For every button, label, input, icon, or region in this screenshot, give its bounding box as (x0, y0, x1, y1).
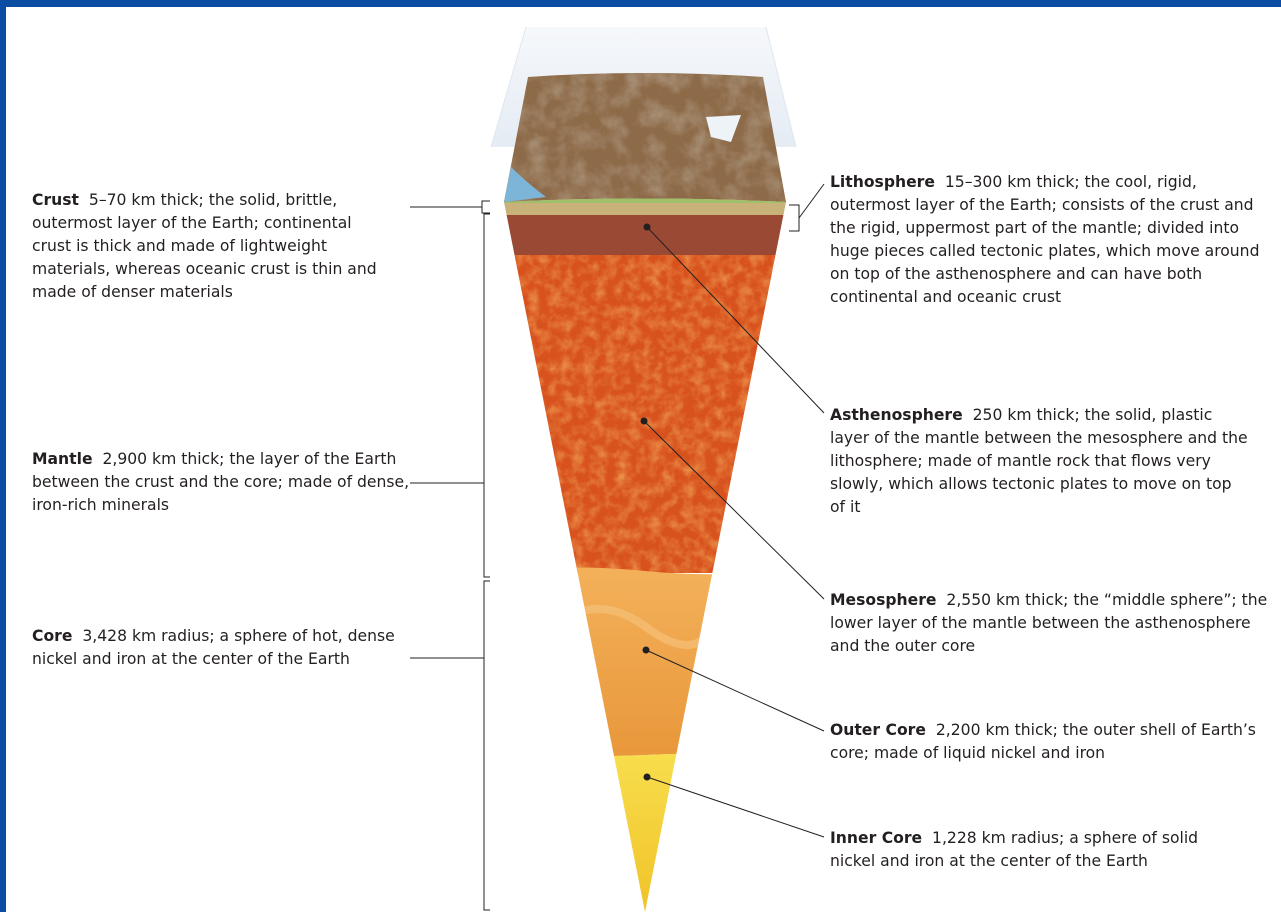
lithosphere-layer (486, 215, 806, 255)
left-brackets (410, 201, 490, 910)
asthenosphere-term: Asthenosphere (830, 406, 963, 424)
crust-term: Crust (32, 191, 79, 209)
diagram-panel: Crust 5–70 km thick; the solid, brittle,… (6, 7, 1281, 912)
mesosphere-label: Mesosphere 2,550 km thick; the “middle s… (830, 589, 1281, 658)
crust-label: Crust 5–70 km thick; the solid, brittle,… (32, 189, 377, 304)
asthenosphere-label: Asthenosphere 250 km thick; the solid, p… (830, 404, 1250, 519)
right-brackets (789, 184, 824, 231)
core-term: Core (32, 627, 72, 645)
crust-description: 5–70 km thick; the solid, brittle, outer… (32, 191, 377, 301)
outer-core-layer (486, 567, 806, 759)
core-description: 3,428 km radius; a sphere of hot, dense … (32, 627, 395, 668)
lithosphere-term: Lithosphere (830, 173, 935, 191)
mesosphere-term: Mesosphere (830, 591, 936, 609)
mantle-term: Mantle (32, 450, 93, 468)
lithosphere-description: 15–300 km thick; the cool, rigid, outerm… (830, 173, 1259, 306)
outer-core-label: Outer Core 2,200 km thick; the outer she… (830, 719, 1275, 765)
lithosphere-label: Lithosphere 15–300 km thick; the cool, r… (830, 171, 1281, 309)
inner-core-label: Inner Core 1,228 km radius; a sphere of … (830, 827, 1210, 873)
mantle-label: Mantle 2,900 km thick; the layer of the … (32, 448, 417, 517)
inner-core-term: Inner Core (830, 829, 922, 847)
core-label: Core 3,428 km radius; a sphere of hot, d… (32, 625, 422, 671)
outer-core-term: Outer Core (830, 721, 926, 739)
